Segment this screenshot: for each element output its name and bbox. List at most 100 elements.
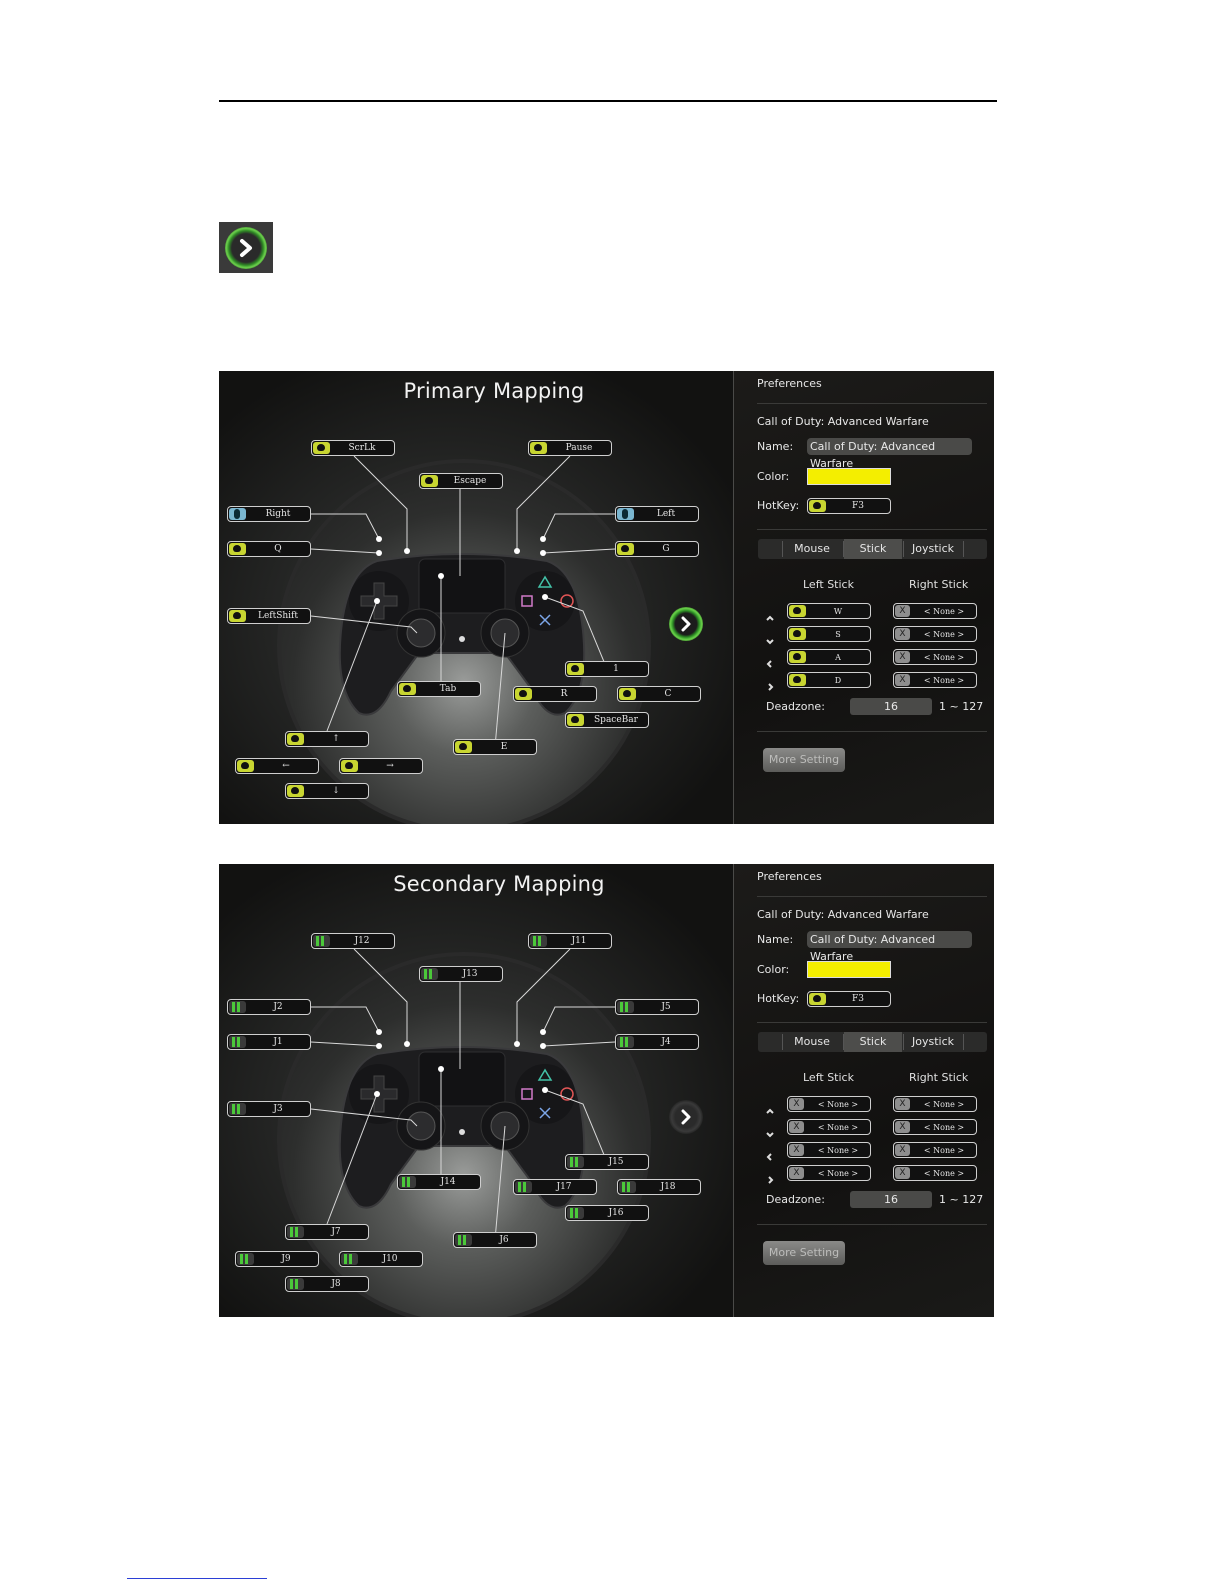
mapping-slot-leftshift[interactable]: J3 [227, 1101, 311, 1117]
name-field[interactable]: Call of Duty: Advanced Warfare [807, 438, 972, 470]
mapping-slot-r[interactable]: R [513, 686, 597, 702]
mapping-slot-pause[interactable]: Pause [528, 440, 612, 456]
tab-mouse[interactable]: Mouse [794, 1035, 830, 1048]
deadzone-input[interactable]: 16 [850, 1191, 932, 1208]
tab-separator [903, 541, 904, 557]
tab-mouse[interactable]: Mouse [794, 542, 830, 555]
right-stick-right[interactable]: X< None > [893, 672, 977, 688]
mapping-slot-down[interactable]: ↓ [285, 783, 369, 799]
tab-stick[interactable]: Stick [844, 539, 902, 559]
mapping-slot-leftarrow[interactable]: ← [235, 758, 319, 774]
mapping-slot-rightarrow[interactable]: → [339, 758, 423, 774]
mapping-label: C [664, 689, 672, 699]
left-stick-up[interactable]: W [787, 603, 871, 619]
left-stick-down[interactable]: S [787, 626, 871, 642]
keyboard-key-icon [455, 741, 472, 753]
right-stick-value: < None > [923, 630, 965, 639]
mapping-slot-left[interactable]: J5 [615, 999, 699, 1015]
mapping-slot-c[interactable]: C [617, 686, 701, 702]
clear-icon[interactable]: X [895, 1167, 910, 1179]
mapping-slot-leftarrow[interactable]: J9 [235, 1251, 319, 1267]
left-stick-left[interactable]: X< None > [787, 1142, 871, 1158]
mapping-slot-r[interactable]: J17 [513, 1179, 597, 1195]
mapping-slot-tab[interactable]: Tab [397, 681, 481, 697]
mapping-slot-one[interactable]: 1 [565, 661, 649, 677]
mapping-slot-right[interactable]: J2 [227, 999, 311, 1015]
next-page-button[interactable] [669, 1100, 703, 1134]
hotkey-label: HotKey: [757, 499, 800, 512]
mapping-label: Escape [453, 476, 487, 486]
mapping-slot-down[interactable]: J8 [285, 1276, 369, 1292]
mapping-slot-g[interactable]: J4 [615, 1034, 699, 1050]
clear-icon[interactable]: X [895, 1098, 910, 1110]
right-stick-left[interactable]: X < None > [893, 1142, 977, 1158]
name-label: Name: [757, 440, 794, 453]
mapping-slot-tab[interactable]: J14 [397, 1174, 481, 1190]
mapping-slot-q[interactable]: J1 [227, 1034, 311, 1050]
mapping-slot-right[interactable]: Right [227, 506, 311, 522]
more-setting-button[interactable]: More Setting [763, 748, 845, 772]
keyboard-key-icon [313, 442, 330, 454]
mapping-slot-rightarrow[interactable]: J10 [339, 1251, 423, 1267]
mapping-slot-scrlk[interactable]: J12 [311, 933, 395, 949]
tab-stick[interactable]: Stick [844, 1032, 902, 1052]
mapping-slot-e[interactable]: J6 [453, 1232, 537, 1248]
mapping-slot-one[interactable]: J15 [565, 1154, 649, 1170]
mapping-slot-escape[interactable]: J13 [419, 966, 503, 982]
clear-icon[interactable]: X [895, 1144, 910, 1156]
clear-icon[interactable]: X [895, 651, 910, 663]
clear-icon[interactable]: X [789, 1167, 804, 1179]
clear-icon[interactable]: X [895, 674, 910, 686]
color-swatch[interactable] [807, 961, 891, 978]
tab-joystick[interactable]: Joystick [911, 542, 954, 555]
name-field[interactable]: Call of Duty: Advanced Warfare [807, 931, 972, 963]
clear-icon[interactable]: X [789, 1144, 804, 1156]
clear-icon[interactable]: X [895, 628, 910, 640]
chevron-right-icon [240, 239, 252, 257]
mapping-slot-left[interactable]: Left [615, 506, 699, 522]
left-stick-up[interactable]: X< None > [787, 1096, 871, 1112]
right-stick-right[interactable]: X< None > [893, 1165, 977, 1181]
right-stick-up[interactable]: X< None > [893, 603, 977, 619]
icon-glyph [571, 716, 579, 723]
mapping-slot-scrlk[interactable]: ScrLk [311, 440, 395, 456]
clear-icon[interactable]: X [895, 1121, 910, 1133]
tab-joystick[interactable]: Joystick [911, 1035, 954, 1048]
more-setting-button[interactable]: More Setting [763, 1241, 845, 1265]
left-stick-left[interactable]: A [787, 649, 871, 665]
mapping-slot-c[interactable]: J18 [617, 1179, 701, 1195]
hotkey-field[interactable]: F3 [807, 991, 891, 1007]
hotkey-field[interactable]: F3 [807, 498, 891, 514]
mapping-slot-up[interactable]: ↑ [285, 731, 369, 747]
mapping-slot-q[interactable]: Q [227, 541, 311, 557]
mapping-slot-g[interactable]: G [615, 541, 699, 557]
mapping-slot-e[interactable]: E [453, 739, 537, 755]
left-stick-down[interactable]: X< None > [787, 1119, 871, 1135]
joystick-button-icon [229, 1001, 246, 1013]
left-stick-right[interactable]: D [787, 672, 871, 688]
left-stick-right[interactable]: X< None > [787, 1165, 871, 1181]
clear-icon[interactable]: X [789, 1098, 804, 1110]
mapping-slot-pause[interactable]: J11 [528, 933, 612, 949]
right-stick-up[interactable]: X< None > [893, 1096, 977, 1112]
mapping-slot-spacebar[interactable]: SpaceBar [565, 712, 649, 728]
color-swatch[interactable] [807, 468, 891, 485]
mapping-label: ScrLk [348, 443, 376, 453]
right-stick-down[interactable]: X < None > [893, 626, 977, 642]
right-stick-value: < None > [923, 1146, 965, 1155]
icon-glyph [290, 1227, 293, 1237]
icon-glyph [345, 762, 353, 769]
mapping-slot-leftshift[interactable]: LeftShift [227, 608, 311, 624]
next-page-button[interactable] [669, 607, 703, 641]
mapping-slot-up[interactable]: J7 [285, 1224, 369, 1240]
clear-icon[interactable]: X [789, 1121, 804, 1133]
mapping-slot-escape[interactable]: Escape [419, 473, 503, 489]
right-stick-left[interactable]: X< None > [893, 649, 977, 665]
right-stick-down[interactable]: X< None > [893, 1119, 977, 1135]
clear-icon[interactable]: X [895, 605, 910, 617]
deadzone-input[interactable]: 16 [850, 698, 932, 715]
mapping-slot-spacebar[interactable]: J16 [565, 1205, 649, 1221]
icon-glyph [403, 685, 411, 692]
joystick-button-icon [313, 935, 330, 947]
